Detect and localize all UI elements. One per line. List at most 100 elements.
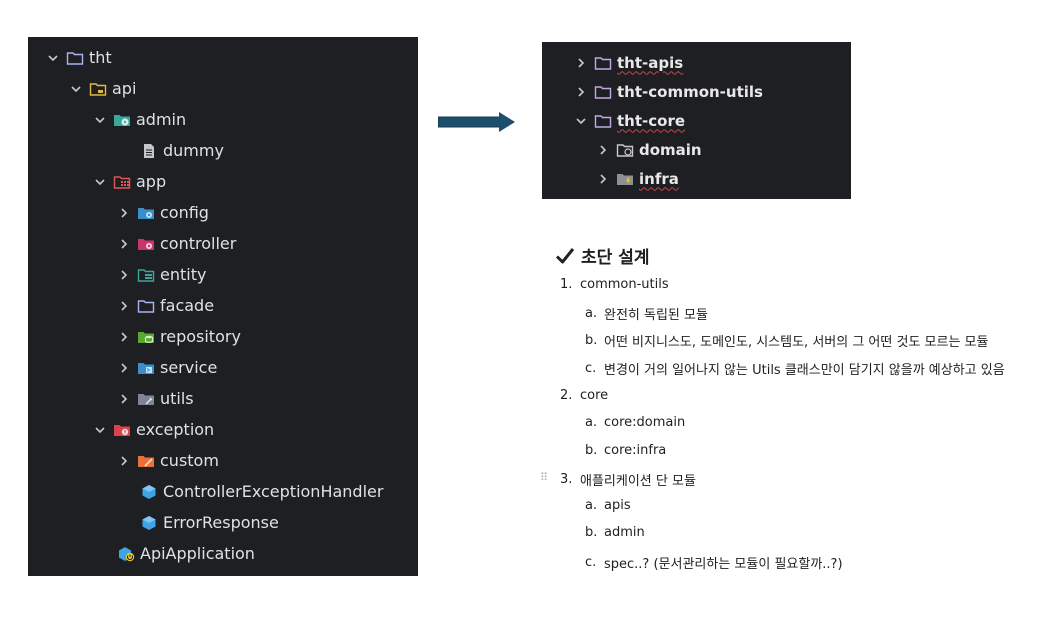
tree-node-label: app [136,172,167,191]
tree-node-facade[interactable]: facade [117,290,214,321]
config-package-icon [137,205,155,221]
tree-node-app[interactable]: app [93,166,166,197]
chevron-down-icon[interactable] [93,113,107,127]
chevron-right-icon[interactable] [117,392,131,406]
tree-node-tht-common-utils[interactable]: tht-common-utils [574,77,763,106]
custom-package-icon [137,453,155,469]
chevron-down-icon[interactable] [93,175,107,189]
list-item: b.어떤 비지니스도, 도메인도, 시스템도, 서버의 그 어떤 것도 모르는 … [585,333,989,350]
tree-node-label: api [112,79,137,98]
tree-node-label: ApiApplication [140,544,255,563]
tree-node-label: custom [160,451,219,470]
entity-package-icon [137,267,155,283]
tree-node-label: ControllerExceptionHandler [163,482,384,501]
tree-node-service[interactable]: service [117,352,217,383]
repository-package-icon [137,329,155,345]
chevron-down-icon[interactable] [69,82,83,96]
list-item: a.apis [585,498,631,513]
tree-node-tht[interactable]: tht [46,42,112,73]
tree-node-utils[interactable]: utils [117,383,194,414]
folder-icon [66,50,84,66]
chevron-right-icon[interactable] [596,143,610,157]
project-tree-panel: tht api admin dummy app config controlle… [28,37,418,576]
folder-icon [594,84,612,100]
admin-package-icon [113,112,131,128]
controller-package-icon [137,236,155,252]
tree-node-controller[interactable]: controller [117,228,236,259]
tree-node-label: service [160,358,218,377]
folder-icon [594,113,612,129]
infra-folder-icon [616,171,634,187]
chevron-down-icon[interactable] [46,51,60,65]
tree-node-label: tht-common-utils [617,82,763,101]
class-icon [140,484,158,500]
tree-node-custom[interactable]: custom [117,445,219,476]
tree-node-dummy[interactable]: dummy [120,135,224,166]
tree-node-admin[interactable]: admin [93,104,186,135]
service-package-icon [137,360,155,376]
tree-node-api[interactable]: api [69,73,136,104]
list-item: c.spec..? (문서관리하는 모듈이 필요할까..?) [585,555,843,572]
tree-node-domain[interactable]: domain [596,135,702,164]
notes-title-text: 초단 설계 [581,248,650,268]
chevron-right-icon[interactable] [117,299,131,313]
tree-node-controller-exception-handler[interactable]: ControllerExceptionHandler [120,476,383,507]
tree-node-label: entity [160,265,207,284]
list-item: c.변경이 거의 일어나지 않는 Utils 클래스만이 담기지 않을까 예상하… [585,361,1005,378]
tree-node-label: ErrorResponse [163,513,279,532]
chevron-right-icon[interactable] [117,361,131,375]
file-icon [140,143,158,159]
chevron-right-icon[interactable] [117,206,131,220]
chevron-right-icon[interactable] [117,237,131,251]
list-item: b.core:infra [585,443,667,458]
folder-icon [137,298,155,314]
tree-node-infra[interactable]: infra [596,164,679,193]
right-arrow-icon [438,112,515,132]
tree-node-label: controller [160,234,237,253]
chevron-right-icon[interactable] [596,172,610,186]
chevron-right-icon[interactable] [117,454,131,468]
app-package-icon [113,174,131,190]
drag-handle-icon[interactable]: ⠿ [540,471,549,484]
exception-package-icon [113,422,131,438]
chevron-right-icon[interactable] [117,268,131,282]
tree-node-label: admin [136,110,187,129]
tree-node-tht-core[interactable]: tht-core [574,106,685,135]
chevron-down-icon[interactable] [93,423,107,437]
tree-node-label: config [160,203,209,222]
tree-node-repository[interactable]: repository [117,321,241,352]
class-icon [140,515,158,531]
list-item: 3.애플리케이션 단 모듈 [560,472,696,489]
tree-node-label: domain [639,140,702,159]
tree-node-label: tht-apis [617,53,684,72]
tree-node-entity[interactable]: entity [117,259,206,290]
module-tree-panel: tht-apis tht-common-utils tht-core domai… [542,42,851,199]
tree-node-tht-apis[interactable]: tht-apis [574,48,683,77]
list-item: 1.common-utils [560,277,669,292]
tree-node-error-response[interactable]: ErrorResponse [120,507,279,538]
list-item: b.admin [585,525,645,540]
list-item: a.core:domain [585,415,686,430]
tree-node-label: dummy [163,141,224,160]
checkmark-icon [555,247,575,263]
tree-node-api-application[interactable]: ApiApplication [97,538,255,569]
domain-folder-icon [616,142,634,158]
chevron-right-icon[interactable] [574,85,588,99]
chevron-right-icon[interactable] [117,330,131,344]
notes-title: 초단 설계 [555,243,649,268]
tree-node-label: facade [160,296,215,315]
tree-node-label: infra [639,169,679,188]
tree-node-label: exception [136,420,215,439]
module-folder-icon [89,81,107,97]
tree-node-label: utils [160,389,194,408]
tree-node-config[interactable]: config [117,197,209,228]
tree-node-label: repository [160,327,241,346]
chevron-down-icon[interactable] [574,114,588,128]
tree-node-label: tht-core [617,111,686,130]
list-item: 2.core [560,388,609,403]
spring-boot-class-icon [117,546,135,562]
chevron-right-icon[interactable] [574,56,588,70]
folder-icon [594,55,612,71]
list-item: a.완전히 독립된 모듈 [585,306,708,323]
tree-node-exception[interactable]: exception [93,414,214,445]
